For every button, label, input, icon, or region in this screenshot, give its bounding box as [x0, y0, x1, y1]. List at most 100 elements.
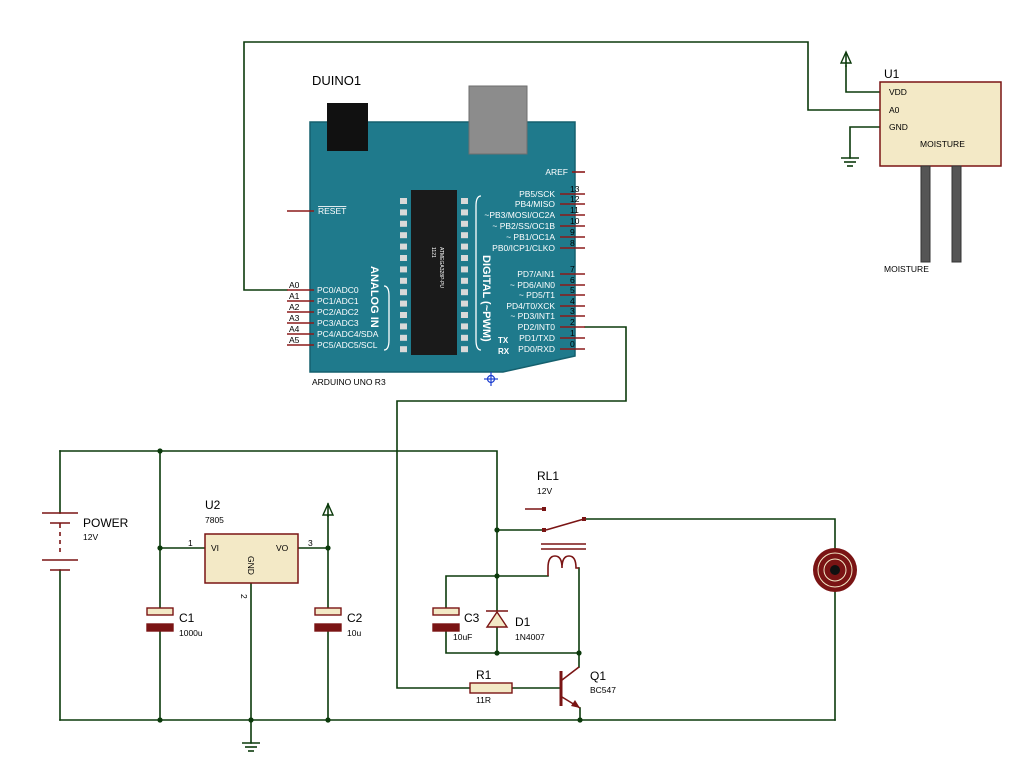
r1-ref: R1 [476, 668, 492, 682]
relay-value: 12V [537, 486, 552, 496]
digital-pin-number: 8 [570, 238, 575, 248]
wire-c3-bottom[interactable] [445, 627, 498, 654]
regulator-ref: U2 [205, 498, 221, 512]
analog-bracket [383, 285, 390, 351]
relay-rl1[interactable]: RL1 12V [525, 469, 586, 576]
regulator-gnd: GND [246, 556, 256, 575]
digital-pin-name: PD0/RXD [518, 344, 555, 354]
sensor-title: MOISTURE [920, 139, 965, 149]
chip-socket-pin [400, 266, 407, 273]
digital-pin-number: 4 [570, 296, 575, 306]
wire-top-rail[interactable] [59, 450, 545, 531]
chip-socket-pin [461, 300, 468, 307]
c2-value: 10u [347, 628, 361, 638]
digital-pin-name: ~ PD5/T1 [519, 290, 555, 300]
chip-socket-pin [400, 312, 407, 318]
q1-value: BC547 [590, 685, 616, 695]
regulator-body [204, 533, 299, 584]
wire-a0-sensor[interactable] [243, 41, 881, 291]
digital-pin-name: ~ PD6/AIN0 [510, 280, 555, 290]
analog-pin-number: A2 [289, 302, 300, 312]
digital-bracket [475, 195, 482, 351]
analog-pin-name: PC2/ADC2 [317, 307, 359, 317]
motor-icon[interactable] [813, 548, 857, 592]
chip-socket-pin [400, 289, 407, 296]
analog-pin-name: PC4/ADC4/SDA [317, 329, 379, 339]
aref-label: AREF [545, 167, 568, 177]
junction-dot [325, 717, 331, 723]
chip-socket-pins [400, 198, 468, 353]
digital-pin-name: ~ PD3/INT1 [510, 311, 555, 321]
chip-socket-pin [461, 232, 468, 239]
wire-sensor-vdd[interactable] [845, 65, 881, 93]
wire-relay-motor[interactable] [583, 518, 836, 551]
tx-label: TX [498, 336, 509, 345]
relay-coil [547, 555, 579, 576]
chip-socket-pin [400, 255, 407, 261]
digital-pwm-label: DIGITAL (~PWM) [480, 255, 492, 342]
wire-pin2-r1[interactable] [396, 326, 627, 689]
regulator-pin3: 3 [308, 538, 313, 548]
chip-socket-pin [400, 300, 407, 307]
resistor-r1[interactable]: R1 11R [469, 668, 513, 705]
sensor-ref: U1 [884, 67, 900, 81]
digital-pin-number: 9 [570, 227, 575, 237]
wire-c3-top[interactable] [445, 575, 549, 609]
junction-dot [494, 527, 500, 533]
d1-ref: D1 [515, 615, 531, 629]
digital-pin-number: 1 [570, 328, 575, 338]
diode-d1[interactable]: D1 1N4007 [485, 610, 545, 642]
chip-code: 1121 [430, 247, 436, 258]
chip-socket-pin [461, 266, 468, 273]
battery-power[interactable]: POWER 12V [42, 512, 129, 571]
chip-socket-pin [461, 243, 468, 250]
digital-pin-number: 0 [570, 339, 575, 349]
moisture-sensor[interactable]: U1 VDD A0 GND MOISTURE MOISTURE [879, 67, 1002, 274]
analog-pin-number: A0 [289, 280, 300, 290]
digital-pin-number: 2 [570, 317, 575, 327]
ground-icon [841, 157, 859, 167]
sensor-pin-vdd: VDD [889, 87, 907, 97]
q1-ref: Q1 [590, 669, 606, 683]
digital-pin-number: 6 [570, 275, 575, 285]
junction-dot [494, 650, 500, 656]
digital-pin-name: PD4/T0/XCK [506, 301, 555, 311]
digital-pin-name: ~ PB1/OC1A [506, 232, 555, 242]
analog-in-label: ANALOG IN [368, 266, 380, 328]
c3-value: 10uF [453, 632, 472, 642]
digital-pin-number: 10 [570, 216, 580, 226]
digital-pin-name: PD2/INT0 [518, 322, 556, 332]
battery-value: 12V [83, 532, 98, 542]
digital-pin-name: ~ PB2/SS/OC1B [492, 221, 555, 231]
regulator-vi: VI [211, 543, 219, 553]
ground-icon [242, 742, 260, 752]
analog-pin-number: A5 [289, 335, 300, 345]
chip-socket-pin [400, 277, 407, 284]
capacitor-c3[interactable]: C3 10uF [432, 607, 480, 642]
regulator-vo: VO [276, 543, 289, 553]
transistor-q1[interactable]: Q1 BC547 [559, 666, 616, 709]
chip-socket-pin [461, 220, 468, 227]
chip-socket-pin [400, 334, 407, 341]
sensor-body [879, 81, 1002, 167]
junction-dot [325, 545, 331, 551]
chip-socket-pin [461, 334, 468, 341]
arduino-uno[interactable]: DUINO1 1121 ATMEGA328P-PU ANALOG IN DIGI… [287, 73, 585, 387]
voltage-regulator[interactable]: U2 7805 VI VO GND 1 3 2 [188, 498, 313, 599]
microcontroller-chip [411, 190, 457, 355]
vcc-arrow-icon [839, 50, 853, 67]
analog-pin-number: A1 [289, 291, 300, 301]
digital-pin-number: 7 [570, 264, 575, 274]
chip-part: ATMEGA328P-PU [438, 247, 444, 288]
capacitor-c1[interactable]: C1 1000u [146, 607, 203, 638]
arduino-model-label: ARDUINO UNO R3 [312, 377, 386, 387]
junction-dot [157, 717, 163, 723]
wire-sensor-gnd[interactable] [849, 126, 881, 159]
capacitor-c2[interactable]: C2 10u [314, 607, 363, 638]
sensor-probe-label: MOISTURE [884, 264, 929, 274]
digital-pin-name: PB0/ICP1/CLKO [492, 243, 555, 253]
digital-pin-name: PD7/AIN1 [517, 269, 555, 279]
rx-label: RX [498, 347, 510, 356]
wires [59, 41, 881, 744]
